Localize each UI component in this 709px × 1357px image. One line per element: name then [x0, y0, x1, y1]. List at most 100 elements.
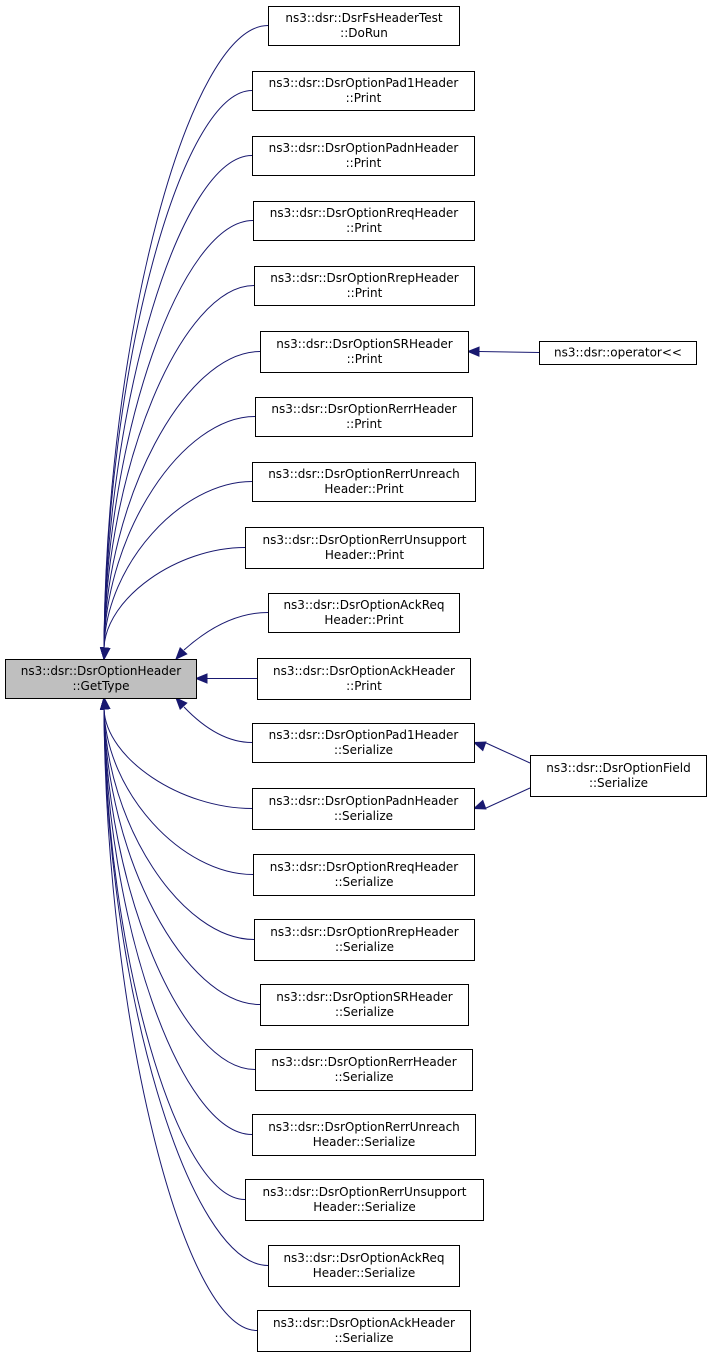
node-PadnPrint[interactable]: ns3::dsr::DsrOptionPadnHeader::Print [252, 136, 475, 176]
node-label-line: ::Print [346, 679, 382, 693]
node-label-line: ns3::dsr::DsrOptionHeader [21, 664, 181, 678]
node-RerrPrint[interactable]: ns3::dsr::DsrOptionRerrHeader::Print [255, 397, 473, 437]
node-box [253, 854, 475, 896]
node-RerrUnreachPrint[interactable]: ns3::dsr::DsrOptionRerrUnreachHeader::Pr… [252, 462, 476, 502]
node-label-line: ::Print [346, 156, 382, 170]
node-label-line: ns3::dsr::DsrOptionRerrHeader [271, 402, 456, 416]
node-label-line: Header::Print [324, 613, 403, 627]
node-PadnSer[interactable]: ns3::dsr::DsrOptionPadnHeader::Serialize [252, 788, 475, 830]
node-label-line: ns3::dsr::DsrOptionPadnHeader [269, 794, 459, 808]
edge-SRSer-to-GetType [99, 696, 261, 1005]
node-box [252, 1114, 476, 1156]
edge-FsTest-to-GetType [99, 25, 269, 661]
node-AckPrint[interactable]: ns3::dsr::DsrOptionAckHeader::Print [257, 658, 471, 700]
node-RrepSer[interactable]: ns3::dsr::DsrOptionRrepHeader::Serialize [254, 919, 475, 961]
node-label-line: ns3::dsr::DsrOptionField [546, 761, 690, 775]
edge-RreqPrint-to-GetType [99, 220, 254, 661]
node-OpOut[interactable]: ns3::dsr::operator<< [539, 341, 697, 365]
node-Pad1Print[interactable]: ns3::dsr::DsrOptionPad1Header::Print [252, 71, 475, 111]
node-label-line: ns3::dsr::DsrOptionSRHeader [276, 990, 452, 1004]
node-box [252, 462, 476, 502]
node-label-line: ::Serialize [334, 743, 393, 757]
node-box [257, 658, 471, 700]
node-box [252, 788, 475, 830]
node-SRSer[interactable]: ns3::dsr::DsrOptionSRHeader::Serialize [260, 984, 469, 1026]
edge-RerrSer-to-GetType [99, 696, 256, 1070]
node-box [254, 266, 475, 306]
node-label-line: Header::Print [324, 482, 403, 496]
node-RerrUnreachSer[interactable]: ns3::dsr::DsrOptionRerrUnreachHeader::Se… [252, 1114, 476, 1156]
nodes-layer: ns3::dsr::DsrOptionHeader::GetTypens3::d… [5, 6, 707, 1352]
node-RerrSer[interactable]: ns3::dsr::DsrOptionRerrHeader::Serialize [255, 1049, 473, 1091]
edge-RerrPrint-to-GetType [99, 416, 256, 661]
node-box [260, 331, 469, 373]
node-box [252, 71, 475, 111]
edge-RrepSer-to-GetType [99, 696, 255, 940]
node-label-line: ::Serialize [335, 940, 394, 954]
edge-RerrUnsuppSer-to-GetType [99, 696, 246, 1200]
edge-Pad1Ser-to-GetType [175, 697, 253, 743]
node-label-line: ns3::dsr::DsrOptionSRHeader [276, 337, 452, 351]
edge-Pad1Print-to-GetType [99, 90, 253, 661]
node-label-line: ns3::dsr::DsrFsHeaderTest [285, 11, 442, 25]
node-label-line: Header::Serialize [313, 1200, 416, 1214]
node-box [253, 201, 475, 241]
node-label-line: ::Print [346, 91, 382, 105]
node-Pad1Ser[interactable]: ns3::dsr::DsrOptionPad1Header::Serialize [252, 723, 475, 763]
node-label-line: ::Print [346, 417, 382, 431]
node-RerrUnsuppPrint[interactable]: ns3::dsr::DsrOptionRerrUnsupportHeader::… [245, 527, 484, 569]
node-label-line: ::Print [347, 352, 383, 366]
node-label-line: Header::Serialize [313, 1135, 416, 1149]
node-label-line: ns3::dsr::DsrOptionRerrUnsupport [262, 533, 466, 547]
node-label-line: ns3::dsr::DsrOptionRrepHeader [270, 925, 458, 939]
edge-AckReqSer-to-GetType [99, 696, 269, 1266]
node-box [245, 1179, 484, 1221]
node-box [254, 919, 475, 961]
node-box [539, 341, 697, 365]
node-label-line: ns3::dsr::DsrOptionAckHeader [273, 664, 455, 678]
node-label-line: ns3::dsr::DsrOptionRerrHeader [271, 1055, 456, 1069]
node-label-line: ns3::dsr::DsrOptionPad1Header [269, 728, 459, 742]
node-box [255, 1049, 473, 1091]
edge-FieldSer-to-PadnSer [472, 787, 531, 810]
node-box [257, 1310, 471, 1352]
node-label-line: ::Serialize [589, 776, 648, 790]
node-box [5, 659, 197, 699]
node-RreqPrint[interactable]: ns3::dsr::DsrOptionRreqHeader::Print [253, 201, 475, 241]
node-label-line: ::Serialize [335, 1005, 394, 1019]
node-label-line: ::Print [347, 286, 383, 300]
node-GetType[interactable]: ns3::dsr::DsrOptionHeader::GetType [5, 659, 197, 699]
node-box [268, 593, 460, 633]
node-label-line: ns3::dsr::DsrOptionAckReq [283, 598, 444, 612]
node-RreqSer[interactable]: ns3::dsr::DsrOptionRreqHeader::Serialize [253, 854, 475, 896]
node-SRPrint[interactable]: ns3::dsr::DsrOptionSRHeader::Print [260, 331, 469, 373]
edge-FieldSer-to-Pad1Ser [472, 741, 531, 764]
node-label-line: ::Serialize [334, 1070, 393, 1084]
edge-AckSer-to-GetType [99, 696, 258, 1331]
node-label-line: ns3::dsr::DsrOptionRreqHeader [270, 860, 458, 874]
node-FsTest[interactable]: ns3::dsr::DsrFsHeaderTest::DoRun [268, 6, 460, 46]
node-label-line: ns3::dsr::DsrOptionRrepHeader [270, 271, 458, 285]
node-RerrUnsuppSer[interactable]: ns3::dsr::DsrOptionRerrUnsupportHeader::… [245, 1179, 484, 1221]
node-box [260, 984, 469, 1026]
node-RrepPrint[interactable]: ns3::dsr::DsrOptionRrepHeader::Print [254, 266, 475, 306]
node-label-line: ns3::dsr::DsrOptionRreqHeader [270, 206, 458, 220]
node-box [252, 723, 475, 763]
node-FieldSer[interactable]: ns3::dsr::DsrOptionField::Serialize [530, 755, 707, 797]
node-label-line: ns3::dsr::DsrOptionPad1Header [269, 76, 459, 90]
node-label-line: ::Serialize [334, 1331, 393, 1345]
edge-AckPrint-to-GetType [194, 673, 257, 684]
node-AckSer[interactable]: ns3::dsr::DsrOptionAckHeader::Serialize [257, 1310, 471, 1352]
node-label-line: ::DoRun [340, 26, 388, 40]
node-label-line: ns3::dsr::DsrOptionAckReq [283, 1251, 444, 1265]
edge-RerrUnreachSer-to-GetType [99, 696, 253, 1135]
node-AckReqSer[interactable]: ns3::dsr::DsrOptionAckReqHeader::Seriali… [268, 1245, 460, 1287]
node-label-line: ns3::dsr::DsrOptionRerrUnreach [268, 467, 460, 481]
node-label-line: ::Serialize [334, 875, 393, 889]
edge-RreqSer-to-GetType [99, 696, 254, 875]
edge-AckReqPrint-to-GetType [175, 612, 269, 660]
node-label-line: Header::Serialize [313, 1266, 416, 1280]
node-label-line: ::GetType [72, 679, 129, 693]
